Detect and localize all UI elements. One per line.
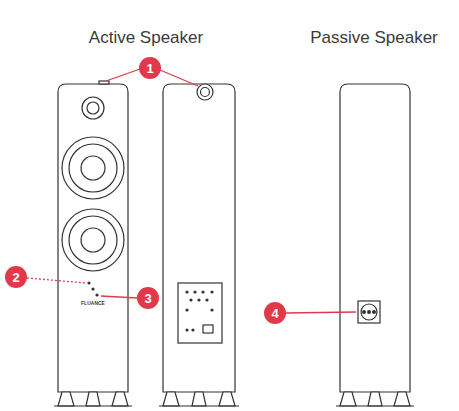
volume-knob xyxy=(197,84,213,100)
speaker-heading: Active Speaker xyxy=(89,28,203,48)
passive-cabinet xyxy=(340,84,410,392)
volume-knob-cap xyxy=(201,88,210,97)
woofer-cap xyxy=(81,228,105,252)
brand-logo: FLUANCE xyxy=(81,300,105,306)
woofer-cone xyxy=(69,216,117,264)
tweeter xyxy=(82,97,104,119)
woofer xyxy=(62,137,124,199)
woofer xyxy=(62,209,124,271)
terminal-ring xyxy=(361,304,377,320)
callout-number: 3 xyxy=(137,287,159,309)
callout-number: 4 xyxy=(264,302,286,324)
power-switch xyxy=(203,325,213,333)
callout-number: 2 xyxy=(5,266,27,288)
active-back-cabinet xyxy=(163,84,235,392)
active-front-cabinet xyxy=(58,84,128,392)
woofer-cone xyxy=(69,144,117,192)
woofer-cap xyxy=(81,156,105,180)
top-button xyxy=(99,81,109,84)
callout-number-text: 2 xyxy=(12,271,19,284)
speaker-terminal xyxy=(358,301,380,323)
callout-number-text: 1 xyxy=(146,62,153,75)
callout-number-text: 3 xyxy=(144,292,151,305)
callout-number-text: 4 xyxy=(271,307,278,320)
leader-lines xyxy=(27,69,356,313)
callout-number: 1 xyxy=(139,57,161,79)
rear-panel xyxy=(178,283,222,343)
tweeter-dome xyxy=(87,102,99,114)
speaker-heading: Passive Speaker xyxy=(310,28,438,48)
